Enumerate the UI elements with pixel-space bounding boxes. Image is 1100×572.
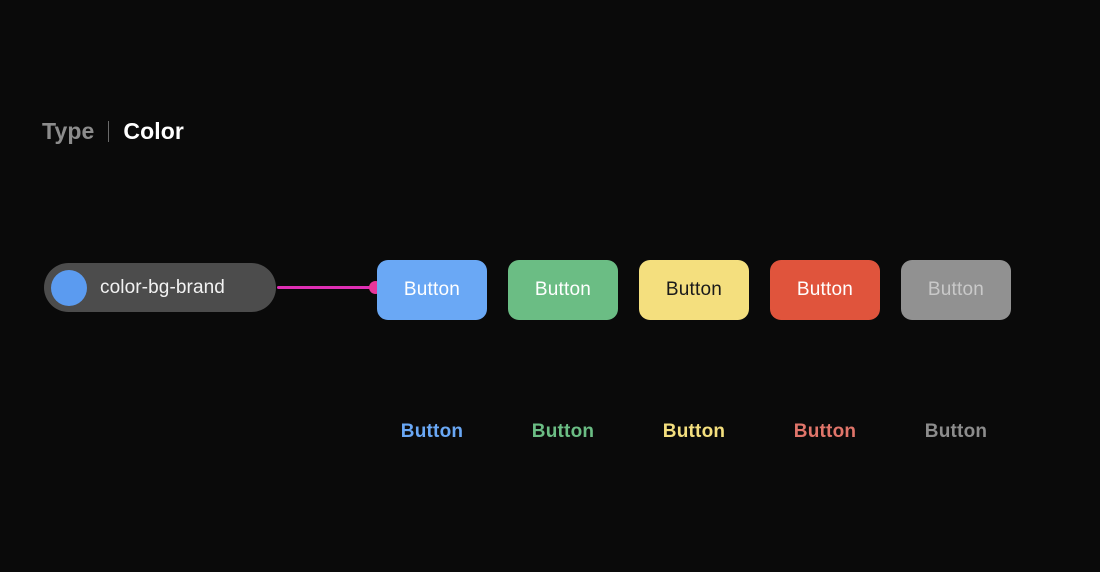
text-button-danger[interactable]: Button — [770, 415, 880, 449]
breadcrumb-divider-icon — [108, 120, 110, 142]
breadcrumb: Type Color — [42, 114, 184, 148]
text-button-row: Button Button Button Button Button — [377, 415, 1011, 449]
button-danger[interactable]: Button — [770, 260, 880, 320]
color-token-label: color-bg-brand — [100, 276, 225, 298]
button-warning[interactable]: Button — [639, 260, 749, 320]
breadcrumb-color-label[interactable]: Color — [123, 117, 184, 144]
breadcrumb-type-label[interactable]: Type — [42, 117, 95, 144]
filled-button-row: Button Button Button Button Button — [377, 260, 1011, 320]
text-button-brand[interactable]: Button — [377, 415, 487, 449]
text-button-success[interactable]: Button — [508, 415, 618, 449]
button-success[interactable]: Button — [508, 260, 618, 320]
button-disabled[interactable]: Button — [901, 260, 1011, 320]
text-button-warning[interactable]: Button — [639, 415, 749, 449]
text-button-disabled[interactable]: Button — [901, 415, 1011, 449]
color-swatch-icon — [51, 269, 87, 306]
color-token-pill[interactable]: color-bg-brand — [44, 263, 276, 312]
button-brand[interactable]: Button — [377, 260, 487, 320]
connector-line — [277, 286, 375, 289]
